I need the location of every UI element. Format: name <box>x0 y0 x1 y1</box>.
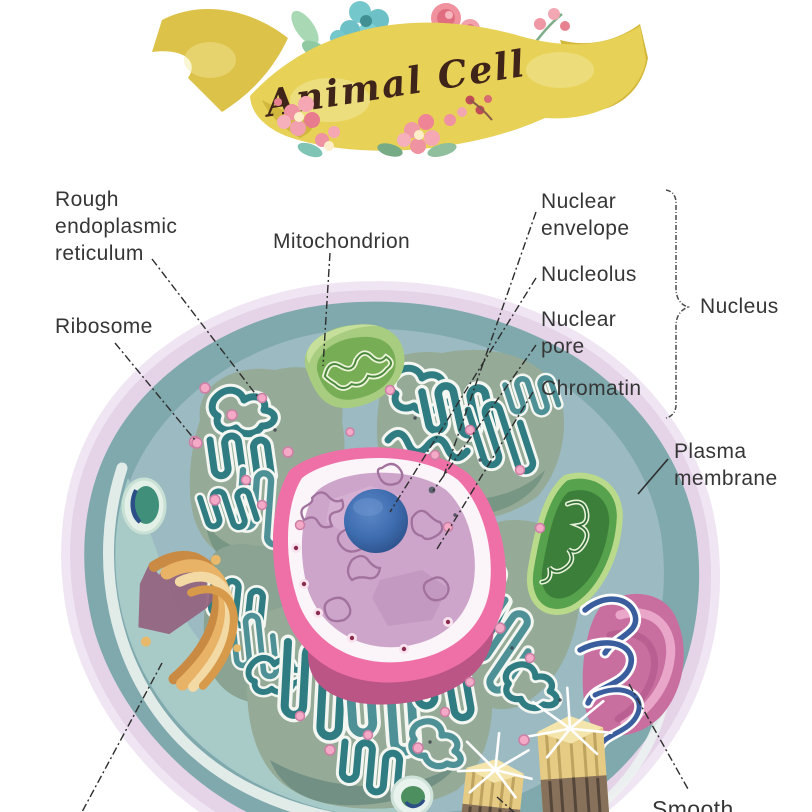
banner-flowers-front <box>274 95 493 158</box>
label-plasma-membrane: Plasma membrane <box>674 438 778 492</box>
ribosome-dots <box>188 382 562 756</box>
label-smooth-er: Smooth <box>652 796 734 812</box>
label-line: Ribosome <box>55 315 153 338</box>
label-line: Nuclear <box>541 308 617 331</box>
leader-nuclear-pore <box>432 344 537 492</box>
label-line: Nucleolus <box>541 263 637 286</box>
leader-nucleolus <box>389 277 537 513</box>
label-nucleolus: Nucleolus <box>541 261 637 288</box>
lysosome-vesicle <box>121 477 167 535</box>
chromatin-threads <box>300 462 450 623</box>
label-ribosome: Ribosome <box>55 313 153 340</box>
leader-rough-er <box>151 258 258 397</box>
nuclear-pores <box>291 486 453 654</box>
leader-lines <box>81 211 689 812</box>
leader-chromatin <box>436 391 534 550</box>
label-nucleus: Nucleus <box>700 293 779 320</box>
leader-nuclear-envelope <box>442 211 537 479</box>
label-rough-er: Rough endoplasmic reticulum <box>55 186 177 267</box>
leader-ribosome <box>114 342 196 441</box>
banner-ribbon: Animal Cell <box>152 8 648 151</box>
smooth-endoplasmic-reticulum <box>574 593 684 752</box>
leader-plasma-membrane <box>637 458 669 495</box>
nucleus <box>272 447 507 705</box>
label-mitochondrion: Mitochondrion <box>273 228 410 255</box>
centriole-right <box>526 686 613 812</box>
title-banner: Animal Cell <box>152 1 648 158</box>
leader-smooth-er <box>628 683 689 790</box>
bottom-vesicle <box>390 775 434 812</box>
label-line: Smooth <box>652 796 734 812</box>
label-line: Plasma <box>674 440 747 463</box>
label-nuclear-envelope: Nuclear envelope <box>541 188 629 242</box>
aster-rays <box>526 686 613 759</box>
mitochondrion-top <box>304 324 405 409</box>
label-line: envelope <box>541 217 630 240</box>
label-nuclear-pore: Nuclear pore <box>541 306 616 360</box>
leader-golgi <box>81 662 163 812</box>
bottom-center-flowers <box>377 95 493 157</box>
leader-mitochondrion <box>322 252 331 367</box>
nucleus-brace <box>665 189 691 419</box>
aster-rays <box>456 731 533 799</box>
label-line: Nucleus <box>700 295 779 318</box>
golgi-apparatus <box>138 550 242 692</box>
label-chromatin: Chromatin <box>541 375 641 402</box>
leader-centriole <box>496 796 515 812</box>
label-line: Rough <box>55 188 119 211</box>
label-line: pore <box>541 335 585 358</box>
label-line: endoplasmic <box>55 215 178 238</box>
label-line: membrane <box>674 467 778 490</box>
label-line: Chromatin <box>541 377 642 400</box>
label-line: Mitochondrion <box>273 230 411 253</box>
label-line: Nuclear <box>541 190 617 213</box>
label-line: reticulum <box>55 242 144 265</box>
bottom-left-flowers <box>274 96 340 158</box>
